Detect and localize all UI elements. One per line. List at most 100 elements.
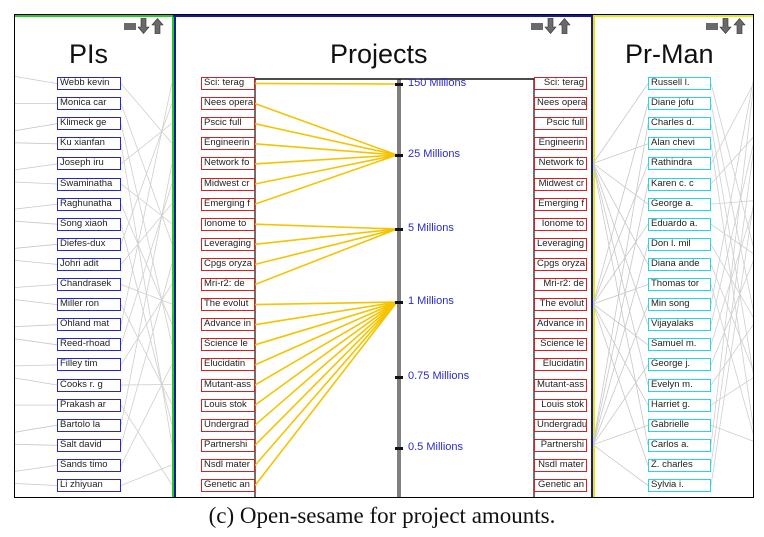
sort-up-icon[interactable]	[151, 18, 164, 34]
prman-item[interactable]: Rathindra	[648, 157, 711, 171]
prman-item[interactable]: Evelyn m.	[648, 378, 711, 392]
project-item-left[interactable]: Nsdl mater	[201, 458, 255, 472]
prman-item[interactable]: Don l. mil	[648, 237, 711, 251]
project-item-right[interactable]: Nsdl mater	[534, 458, 587, 472]
pi-item[interactable]: Monica car	[57, 97, 121, 111]
prman-item[interactable]: George a.	[648, 197, 711, 211]
pi-item[interactable]: Joseph iru	[57, 157, 121, 171]
prman-item[interactable]: Carlos a.	[648, 438, 711, 452]
project-item-left[interactable]: Louis stok	[201, 398, 255, 412]
scale-label[interactable]: 5 Millions	[408, 222, 454, 234]
pi-item[interactable]: Ohland mat	[57, 318, 121, 332]
project-item-right[interactable]: Louis stok	[534, 398, 587, 412]
project-item-left[interactable]: Leveraging	[201, 237, 255, 251]
prman-item[interactable]: Thomas tor	[648, 278, 711, 291]
project-item-right[interactable]: Network fo	[534, 157, 587, 171]
pi-item[interactable]: Diefes-dux	[57, 237, 121, 251]
project-item-left[interactable]: Science le	[201, 338, 255, 352]
pi-item[interactable]: Webb kevin	[57, 77, 121, 90]
scale-label[interactable]: 1 Millions	[408, 295, 454, 307]
prman-item[interactable]: Eduardo a.	[648, 217, 711, 231]
project-item-right[interactable]: Ionome to	[534, 217, 587, 231]
pis-divider	[172, 15, 174, 497]
pi-item[interactable]: Reed-rhoad	[57, 338, 121, 352]
pi-item[interactable]: Miller ron	[57, 298, 121, 312]
project-item-right[interactable]: Pscic full	[534, 117, 587, 131]
prman-item[interactable]: Vijayalaks	[648, 318, 711, 332]
scale-label[interactable]: 150 Millions	[408, 77, 467, 89]
project-item-left[interactable]: Emerging f	[201, 197, 255, 211]
project-item-right[interactable]: Genetic an	[534, 479, 587, 492]
project-item-left[interactable]: Network fo	[201, 157, 255, 171]
project-item-right[interactable]: Leveraging	[534, 237, 587, 251]
project-item-right[interactable]: Sci: terag	[534, 77, 587, 90]
pi-item[interactable]: Swaminatha	[57, 177, 121, 191]
pi-item[interactable]: Song xiaoh	[57, 217, 121, 231]
project-item-left[interactable]: Cpgs oryza	[201, 257, 255, 271]
pi-item[interactable]: Filley tim	[57, 358, 121, 372]
project-item-left[interactable]: Genetic an	[201, 479, 255, 492]
project-item-right[interactable]: Advance in	[534, 318, 587, 332]
prman-item[interactable]: George j.	[648, 358, 711, 372]
prman-item[interactable]: Harriet g.	[648, 398, 711, 412]
prman-item[interactable]: Z. charles	[648, 458, 711, 472]
minimize-icon[interactable]	[123, 18, 136, 34]
project-item-right[interactable]: Nees opera	[534, 97, 587, 111]
prman-item[interactable]: Min song	[648, 298, 711, 312]
sort-down-icon[interactable]	[137, 18, 150, 34]
prman-item[interactable]: Diana ande	[648, 257, 711, 271]
scale-label[interactable]: 0.5 Millions	[408, 441, 464, 453]
sort-down-icon[interactable]	[544, 18, 557, 34]
prman-item[interactable]: Alan chevi	[648, 137, 711, 151]
project-item-right[interactable]: Science le	[534, 338, 587, 352]
sort-up-icon[interactable]	[733, 18, 746, 34]
project-item-right[interactable]: The evolut	[534, 298, 587, 312]
project-item-left[interactable]: Elucidatin	[201, 358, 255, 372]
prman-item[interactable]: Diane jofu	[648, 97, 711, 111]
project-item-right[interactable]: Midwest cr	[534, 177, 587, 191]
project-item-left[interactable]: Sci: terag	[201, 77, 255, 90]
project-item-right[interactable]: Engineerin	[534, 137, 587, 151]
project-item-left[interactable]: Partnershi	[201, 438, 255, 452]
project-item-left[interactable]: The evolut	[201, 298, 255, 312]
pi-item[interactable]: Ku xianfan	[57, 137, 121, 151]
project-item-right[interactable]: Partnershi	[534, 438, 587, 452]
pi-item[interactable]: Prakash ar	[57, 398, 121, 412]
project-item-left[interactable]: Nees opera	[201, 97, 255, 111]
pi-item[interactable]: Chandrasek	[57, 278, 121, 291]
minimize-icon[interactable]	[530, 18, 543, 34]
project-item-right[interactable]: Cpgs oryza	[534, 257, 587, 271]
scale-label[interactable]: 25 Millions	[408, 148, 460, 160]
prman-item[interactable]: Samuel m.	[648, 338, 711, 352]
prman-item[interactable]: Gabrielle	[648, 418, 711, 432]
project-item-left[interactable]: Mri-r2: de	[201, 278, 255, 291]
pi-item[interactable]: Johri adit	[57, 257, 121, 271]
prman-item[interactable]: Russell l.	[648, 77, 711, 90]
project-item-left[interactable]: Engineerin	[201, 137, 255, 151]
project-item-right[interactable]: Mri-r2: de	[534, 278, 587, 291]
project-item-right[interactable]: Mutant-ass	[534, 378, 587, 392]
minimize-icon[interactable]	[705, 18, 718, 34]
prman-item[interactable]: Karen c. c	[648, 177, 711, 191]
prman-item[interactable]: Sylvia i.	[648, 479, 711, 492]
project-item-left[interactable]: Midwest cr	[201, 177, 255, 191]
project-item-left[interactable]: Undergrad	[201, 418, 255, 432]
project-item-left[interactable]: Mutant-ass	[201, 378, 255, 392]
project-item-right[interactable]: Emerging f	[534, 197, 587, 211]
project-item-left[interactable]: Ionome to	[201, 217, 255, 231]
project-item-left[interactable]: Advance in	[201, 318, 255, 332]
project-item-left[interactable]: Pscic full	[201, 117, 255, 131]
pi-item[interactable]: Klimeck ge	[57, 117, 121, 131]
sort-up-icon[interactable]	[558, 18, 571, 34]
pi-item[interactable]: Li zhiyuan	[57, 479, 121, 492]
pi-item[interactable]: Cooks r. g	[57, 378, 121, 392]
pi-item[interactable]: Sands timo	[57, 458, 121, 472]
scale-label[interactable]: 0.75 Millions	[408, 370, 470, 382]
pi-item[interactable]: Bartolo la	[57, 418, 121, 432]
prman-item[interactable]: Charles d.	[648, 117, 711, 131]
pi-item[interactable]: Salt david	[57, 438, 121, 452]
project-item-right[interactable]: Undergradu	[534, 418, 587, 432]
project-item-right[interactable]: Elucidatin	[534, 358, 587, 372]
sort-down-icon[interactable]	[719, 18, 732, 34]
pi-item[interactable]: Raghunatha	[57, 197, 121, 211]
